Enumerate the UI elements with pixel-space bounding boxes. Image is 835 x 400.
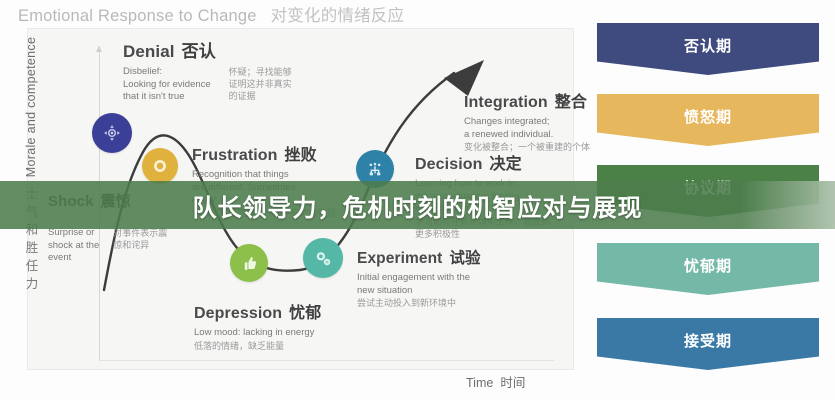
node-frustration <box>142 148 178 184</box>
page-title-cn: 对变化的情绪反应 <box>270 7 405 25</box>
stage-denial-body-en: Disbelief: Looking for evidence that it … <box>123 66 211 102</box>
people-icon <box>369 162 381 176</box>
node-experiment <box>303 238 343 278</box>
stage-integration-body-cn: 变化被整合；一个被重建的个体 <box>464 142 591 152</box>
stage-integration-title-cn: 整合 <box>554 94 587 111</box>
stage-depression-title-cn: 忧郁 <box>289 305 322 322</box>
stage-shock-body-cn: 对事件表示震 惊和诧异 <box>113 228 168 250</box>
stage-integration-title-en: Integration <box>464 94 548 111</box>
overlay-banner-text: 队长领导力，危机时刻的机智应对与展现 <box>192 194 643 222</box>
stage-experiment: Experiment 试验 Initial engagement with the… <box>357 246 481 309</box>
page-title: Emotional Response to Change 对变化的情绪反应 <box>18 2 404 26</box>
stage-depression-body-cn: 低落的情绪，缺乏能量 <box>194 340 285 351</box>
stage-depression-title-en: Depression <box>194 305 283 322</box>
stage-shock-body-en: Surprise or shock at the event <box>48 227 100 263</box>
stage-denial-heading: Denial 否认 <box>123 37 292 62</box>
overlay-banner <box>0 181 835 229</box>
phase-band-denial-label: 否认期 <box>683 38 732 55</box>
stage-decision-title-en: Decision <box>415 156 483 173</box>
stage-integration: Integration 整合 Changes integrated; a rene… <box>464 88 590 153</box>
stage-integration-heading: Integration 整合 <box>464 88 590 112</box>
stage-frustration-title-cn: 挫败 <box>284 147 317 164</box>
stage-frustration-heading: Frustration 挫败 <box>192 141 382 165</box>
phase-band-depression-label: 忧郁期 <box>683 258 732 275</box>
phase-band-anger-label: 愤怒期 <box>683 109 732 126</box>
stage-integration-body-en: Changes integrated; a renewed individual… <box>464 116 554 140</box>
x-axis-label: Time 时间 <box>466 372 525 391</box>
stage-depression-heading: Depression 忧郁 <box>194 299 321 323</box>
stage-denial-title-cn: 否认 <box>181 42 216 61</box>
stage-denial: Denial 否认 Disbelief: Looking for evidence… <box>123 37 292 104</box>
stage-decision-heading: Decision 决定 <box>415 150 550 174</box>
x-axis-line <box>99 360 554 361</box>
overlay-banner-content: 队长领导力，危机时刻的机智应对与展现 <box>0 181 835 229</box>
stage-denial-body-cn: 怀疑；寻找能够 证明这并非真实 的证据 <box>228 67 292 101</box>
stage-depression: Depression 忧郁 Low mood: lacking in energy… <box>194 299 321 352</box>
target-icon <box>104 125 120 141</box>
stage-depression-body-en: Low mood: lacking in energy <box>194 327 315 338</box>
gears-icon <box>316 251 330 265</box>
node-depression <box>230 244 268 282</box>
ring-icon <box>154 160 166 172</box>
page-title-en: Emotional Response to Change <box>18 7 257 25</box>
stage-denial-title-en: Denial <box>123 42 175 61</box>
x-axis-label-en: Time <box>466 376 494 390</box>
overlay-banner-fade <box>740 181 835 229</box>
phase-band-acceptance-label: 接受期 <box>683 333 732 350</box>
stage-decision-title-cn: 决定 <box>489 156 522 173</box>
stage-experiment-body-cn: 尝试主动投入到新环境中 <box>357 298 457 308</box>
stage-experiment-title-en: Experiment <box>357 250 443 267</box>
stage-experiment-title-cn: 试验 <box>449 250 481 267</box>
node-shock <box>92 113 132 153</box>
stage-frustration-title-en: Frustration <box>192 147 278 164</box>
thumbs-up-icon <box>244 256 256 270</box>
stage-experiment-heading: Experiment 试验 <box>357 246 481 268</box>
x-axis-label-cn: 时间 <box>500 376 526 390</box>
stage-experiment-body-en: Initial engagement with the new situatio… <box>357 272 471 296</box>
